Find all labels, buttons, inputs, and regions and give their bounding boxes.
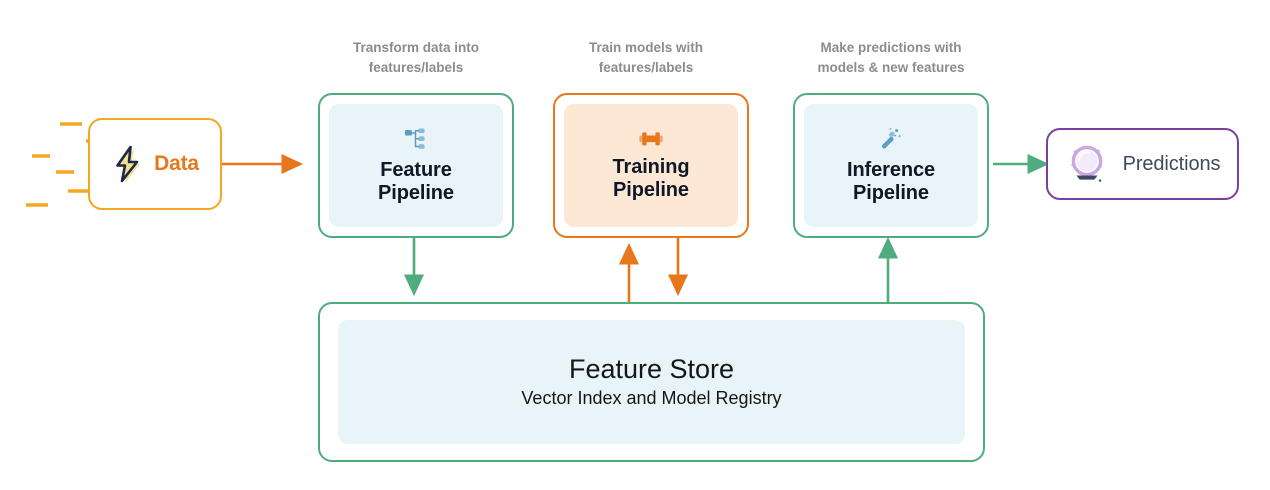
data-label: Data [154,152,199,175]
feature-pipeline-inner: Feature Pipeline [329,104,503,227]
inference-pipeline-caption: Make predictions with models & new featu… [817,40,965,75]
feature-store-node[interactable]: Feature Store Vector Index and Model Reg… [318,302,985,462]
inference-pipeline-inner: Inference Pipeline [804,104,978,227]
training-pipeline-inner: Training Pipeline [564,104,738,227]
predictions-node[interactable]: Predictions [1046,128,1239,200]
training-pipeline-node[interactable]: Training Pipeline [553,93,749,238]
feature-pipeline-caption: Transform data into features/labels [352,40,479,75]
feature-pipeline-node[interactable]: Feature Pipeline [318,93,514,238]
lightning-bolt-icon [111,144,145,184]
magic-wand-icon [878,126,904,152]
crystal-ball-icon [1065,142,1111,186]
dumbbell-icon [637,129,665,149]
training-pipeline-title: Training Pipeline [612,155,690,201]
inference-pipeline-node[interactable]: Inference Pipeline [793,93,989,238]
training-pipeline-caption: Train models with features/labels [588,40,704,75]
feature-store-title: Feature Store [568,353,735,384]
hierarchy-tree-icon [403,126,429,152]
predictions-label: Predictions [1122,152,1221,175]
inference-pipeline-title: Inference Pipeline [846,158,936,204]
feature-store-inner: Feature Store Vector Index and Model Reg… [338,320,965,444]
data-node[interactable]: Data [88,118,222,210]
feature-store-subtitle: Vector Index and Model Registry [521,388,782,409]
feature-pipeline-title: Feature Pipeline [378,158,454,204]
